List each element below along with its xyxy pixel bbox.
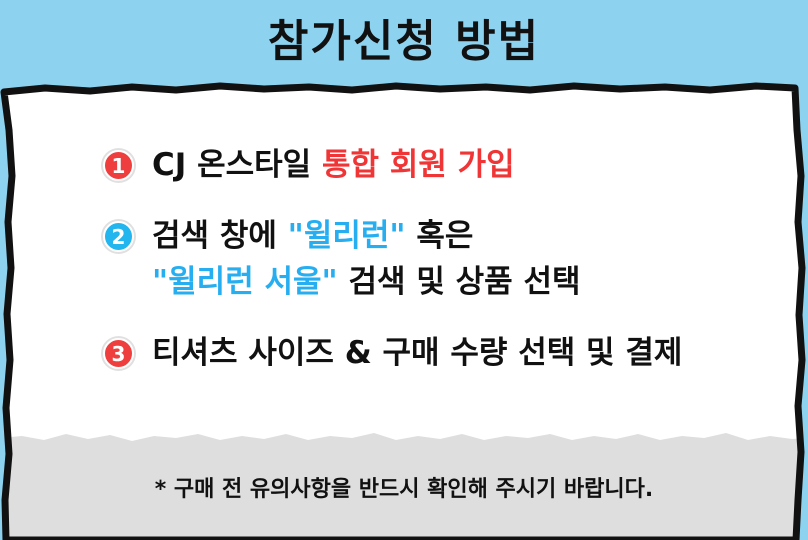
purchase-notice: * 구매 전 유의사항을 반드시 확인해 주시기 바랍니다. <box>154 477 654 502</box>
step-2-text: 검색 창에 "윌리런" 혹은 "윌리런 서울" 검색 및 상품 선택 <box>152 213 581 305</box>
step-2-line1-before: 검색 창에 <box>152 218 277 254</box>
step-number-2: 2 <box>103 221 134 252</box>
step-number-1: 1 <box>103 150 134 181</box>
step-2-line1-after: 혹은 <box>416 218 474 254</box>
application-steps: 1 CJ 온스타일 통합 회원 가입 2 검색 창에 "윌리런" 혹은 "윌리런… <box>103 142 743 401</box>
step-1-highlight: 통합 회원 가입 <box>321 147 515 183</box>
step-3-text: 티셔츠 사이즈 & 구매 수량 선택 및 결제 <box>152 335 683 371</box>
step-3: 3 티셔츠 사이즈 & 구매 수량 선택 및 결제 <box>103 330 743 376</box>
step-2-line2-after: 검색 및 상품 선택 <box>348 264 581 300</box>
step-1-text: CJ 온스타일 통합 회원 가입 <box>152 142 515 188</box>
page-title: 참가신청 방법 <box>267 16 541 67</box>
step-1-before: CJ 온스타일 <box>152 147 312 183</box>
step-2-line1-highlight: "윌리런" <box>287 218 406 254</box>
step-2: 2 검색 창에 "윌리런" 혹은 "윌리런 서울" 검색 및 상품 선택 <box>103 213 743 305</box>
step-1: 1 CJ 온스타일 통합 회원 가입 <box>103 142 743 188</box>
step-2-line2-highlight: "윌리런 서울" <box>152 264 338 300</box>
step-number-3: 3 <box>103 338 134 369</box>
